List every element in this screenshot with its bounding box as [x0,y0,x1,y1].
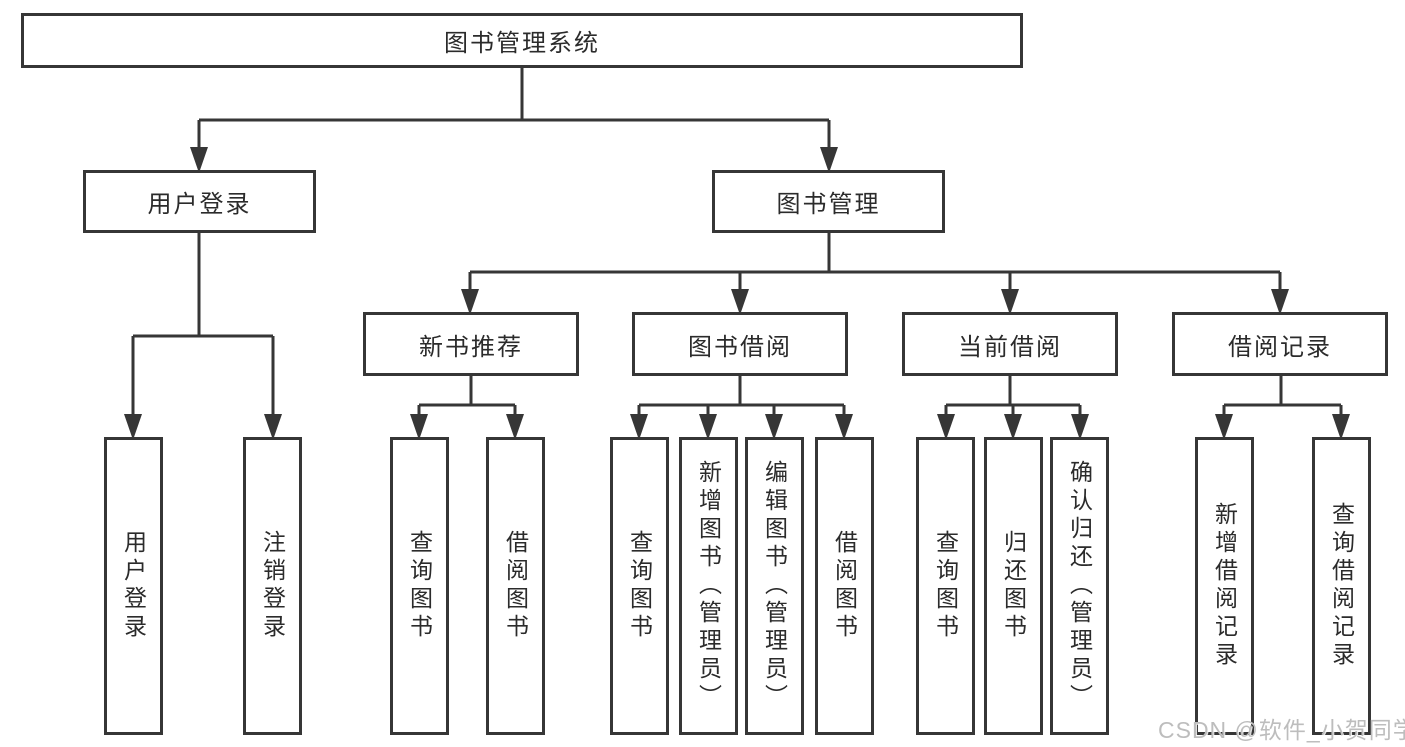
leaf-confirm-return-admin: 确认归还（管理员） [1050,437,1109,735]
node-library-management-system: 图书管理系统 [21,13,1023,68]
leaf-borrow-books: 借阅图书 [815,437,874,735]
node-book-management: 图书管理 [712,170,945,233]
node-user-login: 用户登录 [83,170,316,233]
leaf-return-books: 归还图书 [984,437,1043,735]
leaf-borrow-books-recommend: 借阅图书 [486,437,545,735]
leaf-logout: 注销登录 [243,437,302,735]
leaf-query-books-borrow: 查询图书 [610,437,669,735]
leaf-query-books-current: 查询图书 [916,437,975,735]
node-current-borrow: 当前借阅 [902,312,1118,376]
leaf-query-books-recommend: 查询图书 [390,437,449,735]
leaf-add-book-admin: 新增图书（管理员） [679,437,738,735]
node-borrow-records: 借阅记录 [1172,312,1388,376]
node-new-book-recommend: 新书推荐 [363,312,579,376]
leaf-add-borrow-record: 新增借阅记录 [1195,437,1254,735]
csdn-watermark: CSDN @软件_小贺同学 [1158,717,1405,743]
leaf-user-login: 用户登录 [104,437,163,735]
leaf-edit-book-admin: 编辑图书（管理员） [745,437,804,735]
node-book-borrow: 图书借阅 [632,312,848,376]
leaf-query-borrow-record: 查询借阅记录 [1312,437,1371,735]
